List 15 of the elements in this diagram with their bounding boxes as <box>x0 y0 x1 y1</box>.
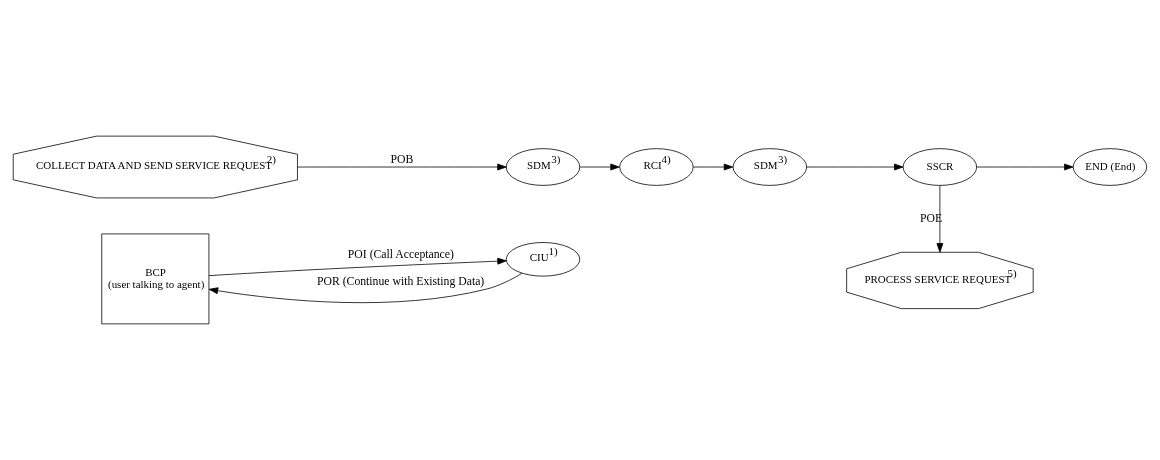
node-ellipse: END (End) <box>1072 148 1148 186</box>
edge-label: POI (Call Acceptance) <box>347 247 454 261</box>
arrow <box>208 257 507 276</box>
edge-label: POR (Continue with Existing Data) <box>316 275 485 289</box>
arrow <box>297 163 507 171</box>
edge-label: POE <box>919 211 943 225</box>
arrow <box>976 163 1074 171</box>
node-box: BCP (user talking to agent) <box>101 233 210 325</box>
edge-label: POB <box>390 153 414 167</box>
node-ellipse: SSCR <box>902 148 978 186</box>
arrow <box>579 163 620 171</box>
arrow <box>936 185 944 253</box>
arrow <box>692 163 734 171</box>
arrow <box>806 163 904 171</box>
arrow <box>208 272 523 304</box>
